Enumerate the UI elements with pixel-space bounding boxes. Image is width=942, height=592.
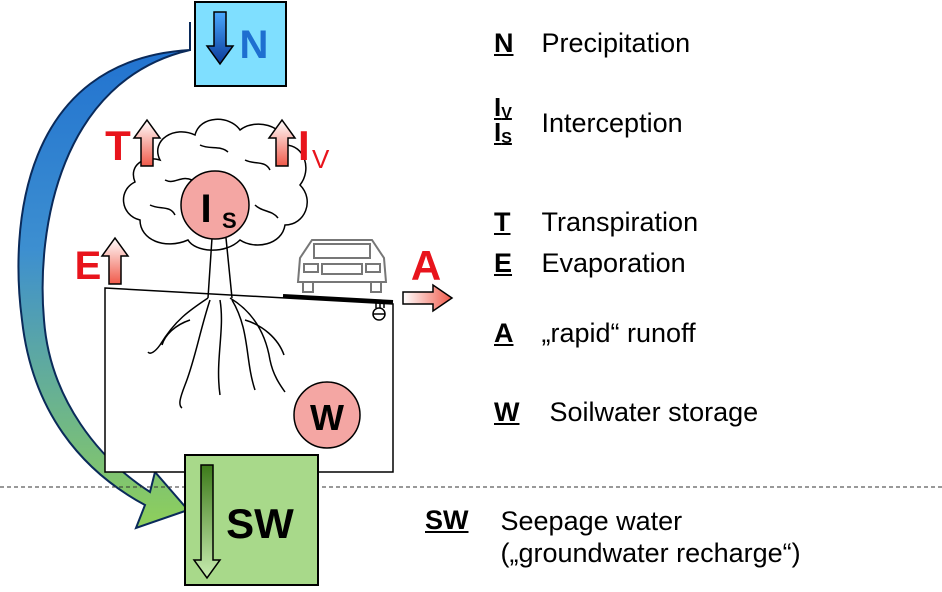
drain-icon: [372, 300, 386, 321]
legend-item-precipitation: N Precipitation: [494, 28, 690, 59]
evaporation-up-arrow: [100, 236, 130, 285]
legend-desc: Transpiration: [541, 207, 699, 237]
legend-item-soilwater: W Soilwater storage: [494, 397, 758, 428]
legend-desc: Soilwater storage: [549, 397, 759, 427]
legend-item-transpiration: T Transpiration: [494, 207, 698, 238]
legend-desc: „rapid“ runoff: [541, 318, 696, 348]
road-surface: [282, 294, 394, 304]
legend-abbr: SW: [425, 505, 469, 535]
legend-abbr: W: [494, 397, 520, 427]
evaporation-label: E: [75, 244, 102, 288]
tree-roots: [147, 297, 286, 409]
legend-desc: Interception: [541, 107, 683, 138]
legend-item-interception: IV IS Interception: [494, 94, 683, 148]
legend-item-seepage: SW Seepage water („groundwater recharge“…: [425, 505, 801, 569]
legend-desc: Precipitation: [541, 28, 691, 58]
transpiration-up-arrow: [132, 118, 162, 167]
runoff-right-arrow: [402, 283, 454, 313]
interception-storage-circle: [180, 170, 250, 240]
precipitation-box-label: N: [240, 23, 269, 67]
seepage-box-label: SW: [226, 500, 294, 547]
tree-trunk: [207, 237, 233, 299]
legend-item-runoff: A „rapid“ runoff: [494, 318, 696, 349]
soilwater-circle-label: W: [310, 397, 344, 438]
interception-arrow-label: I: [298, 122, 310, 169]
legend-abbr-stack: IV IS: [494, 94, 534, 148]
legend-desc-line2: („groundwater recharge“): [500, 538, 801, 568]
car-illustration: [296, 239, 388, 293]
legend-abbr: N: [494, 28, 514, 58]
legend-item-evaporation: E Evaporation: [494, 248, 686, 279]
precipitation-box: [194, 1, 287, 87]
interception-storage-sub: S: [222, 208, 237, 233]
runoff-label: A: [411, 242, 441, 289]
legend-abbr: A: [494, 318, 514, 348]
transpiration-label: T: [105, 122, 131, 169]
legend-abbr-bottom: IS: [494, 117, 512, 147]
interception-up-arrow: [267, 118, 297, 167]
precipitation-down-arrow: [205, 11, 235, 66]
legend-abbr: E: [494, 248, 513, 278]
interception-storage-label: I: [200, 187, 211, 231]
seepage-down-arrow: [192, 464, 222, 580]
precipitation-flow-arrow: [17, 22, 191, 530]
soilwater-circle: [293, 381, 361, 449]
legend-abbr-top: IV: [494, 92, 512, 122]
legend-desc: Evaporation: [541, 248, 686, 278]
interception-arrow-sub: V: [312, 144, 330, 174]
soil-block: [104, 287, 394, 473]
legend-abbr: T: [494, 207, 511, 237]
legend-desc-line1: Seepage water: [500, 506, 683, 536]
legend-desc: Seepage water („groundwater recharge“): [501, 505, 801, 569]
